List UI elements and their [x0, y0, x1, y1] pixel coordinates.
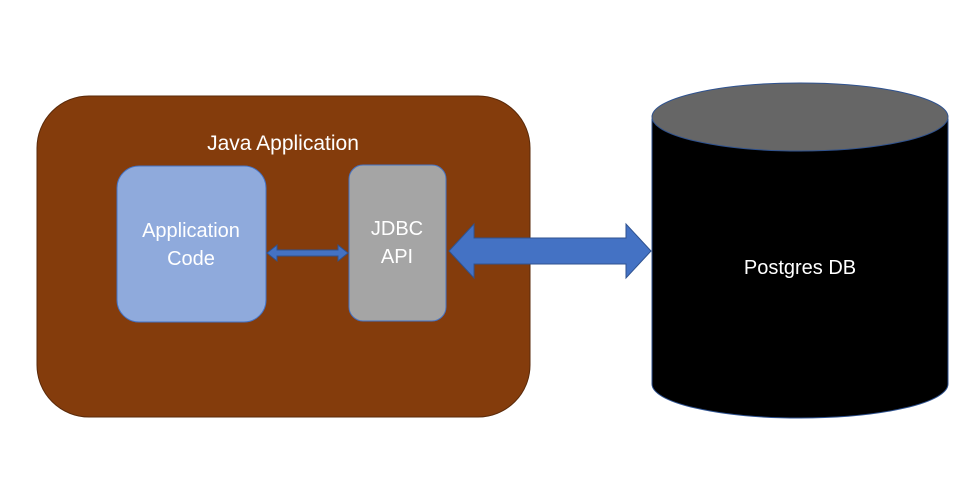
application-code-box: Application Code — [116, 165, 267, 323]
application-code-label-line2: Code — [167, 248, 215, 270]
java-application-title: Java Application — [207, 132, 359, 155]
postgres-db-body — [651, 118, 949, 419]
jdbc-api-rect — [348, 164, 447, 322]
app-jdbc-double-arrow — [266, 243, 349, 263]
postgres-db-cylinder: Postgres DB — [651, 82, 949, 419]
jdbc-api-label-line1: JDBC — [371, 218, 423, 240]
postgres-db-top — [651, 82, 949, 152]
jdbc-postgres-double-arrow — [448, 222, 652, 280]
jdbc-api-label-line2: API — [381, 246, 413, 268]
application-code-label-line1: Application — [142, 220, 240, 242]
application-code-rect — [116, 165, 267, 323]
postgres-db-label: Postgres DB — [744, 257, 856, 279]
jdbc-api-box: JDBC API — [348, 164, 447, 322]
